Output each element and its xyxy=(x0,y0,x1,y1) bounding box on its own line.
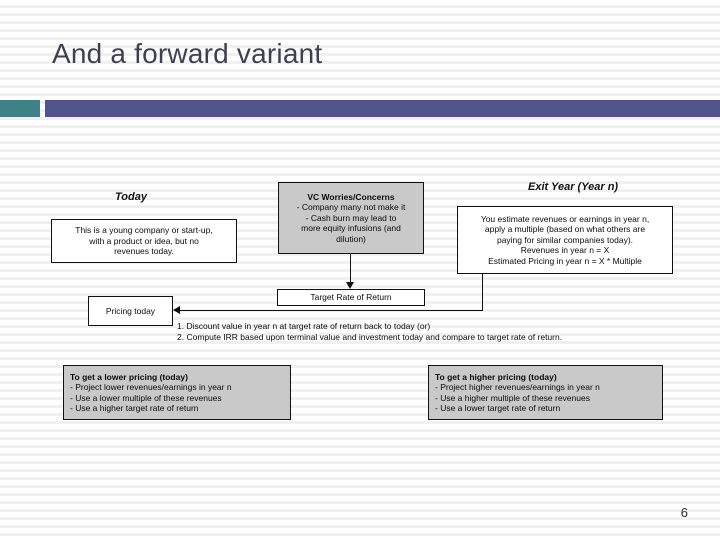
valuation-step-2: 2. Compute IRR based upon terminal value… xyxy=(177,332,563,342)
today-line-3: revenues today. xyxy=(114,246,174,257)
higher-pricing-heading: To get a higher pricing (today) xyxy=(435,371,557,382)
caption-exit-year: Exit Year (Year n) xyxy=(528,181,619,193)
higher-pricing-line-3: - Use a lower target rate of return xyxy=(435,403,561,413)
lower-pricing-box: To get a lower pricing (today) - Project… xyxy=(63,365,291,420)
target-rate-of-return-box: Target Rate of Return xyxy=(277,289,425,306)
higher-pricing-line-1: - Project higher revenues/earnings in ye… xyxy=(435,382,600,392)
exit-year-line-5: Estimated Pricing in year n = X * Multip… xyxy=(488,255,642,266)
lower-pricing-line-2: - Use a lower multiple of these revenues xyxy=(70,392,222,403)
valuation-step-1: 1. Discount value in year n at target ra… xyxy=(177,321,431,331)
vc-worries-line-4: dilution) xyxy=(336,233,366,244)
connector-exit-horizontal-line xyxy=(180,310,483,311)
lower-pricing-line-3: - Use a higher target rate of return xyxy=(70,403,199,413)
exit-year-line-2: apply a multiple (based on what others a… xyxy=(484,224,646,235)
header-accent-purple-bar xyxy=(45,100,720,117)
today-line-2: with a product or idea, but no xyxy=(89,235,199,246)
vc-worries-line-2: - Cash burn may lead to xyxy=(305,212,397,223)
connector-vc-to-target-arrowhead xyxy=(346,282,354,289)
page-title: And a forward variant xyxy=(52,38,323,69)
vc-worries-heading: VC Worries/Concerns xyxy=(307,191,395,202)
caption-today: Today xyxy=(115,191,147,203)
vc-worries-line-3: more equity infusions (and xyxy=(301,223,401,234)
lower-pricing-line-1: - Project lower revenues/earnings in yea… xyxy=(70,382,232,392)
exit-year-line-3: paying for similar companies today). xyxy=(496,234,634,245)
vc-worries-box: VC Worries/Concerns - Company many not m… xyxy=(278,182,424,254)
exit-year-box: You estimate revenues or earnings in yea… xyxy=(457,206,673,274)
valuation-steps-list: 1. Discount value in year n at target ra… xyxy=(177,321,562,343)
pricing-today-label: Pricing today xyxy=(105,305,156,316)
vc-worries-line-1: - Company many not make it xyxy=(296,202,406,213)
higher-pricing-line-2: - Use a higher multiple of these revenue… xyxy=(435,392,590,403)
exit-year-line-4: Revenues in year n = X xyxy=(520,245,610,256)
higher-pricing-box: To get a higher pricing (today) - Projec… xyxy=(428,365,663,420)
header-accent-teal-bar xyxy=(0,100,40,117)
connector-vc-to-target-line xyxy=(350,254,351,284)
today-line-1: This is a young company or start-up, xyxy=(75,225,213,236)
page-number: 6 xyxy=(680,505,688,520)
lower-pricing-heading: To get a lower pricing (today) xyxy=(70,371,188,382)
exit-year-line-1: You estimate revenues or earnings in yea… xyxy=(480,213,650,224)
target-rate-label: Target Rate of Return xyxy=(310,292,392,303)
connector-exit-vertical-line xyxy=(482,274,483,311)
connector-to-pricing-arrowhead xyxy=(173,306,180,314)
today-description-box: This is a young company or start-up, wit… xyxy=(51,219,237,263)
pricing-today-box: Pricing today xyxy=(88,296,173,326)
